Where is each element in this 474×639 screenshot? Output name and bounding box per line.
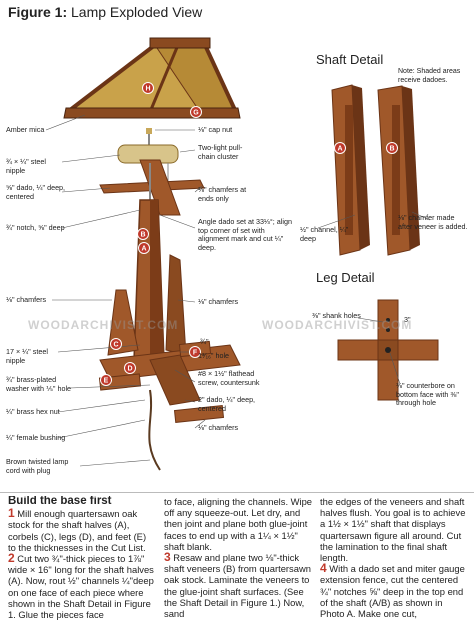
watermark: WOODARCHIVIST.COM [28, 318, 179, 332]
shaft-channel-label: ½" channel, ¼" deep [300, 225, 349, 243]
callout-two-inch-dado: 2" dado, ¼" deep, centered [198, 395, 256, 413]
callout-notch: ¾" notch, ⅝" deep [6, 223, 65, 232]
part-badge [386, 142, 398, 154]
leg-counterbore-label: ⅜" counterbore on bottom face with ⅜" th… [396, 381, 459, 408]
callout-three-quarter: ¾" [200, 337, 209, 346]
section-divider [0, 492, 474, 493]
callout-chamfers-mid: ⅛" chamfers [198, 297, 239, 306]
shaft-chamfer-label: ⅛" chamfer made after veneer is added. [398, 213, 468, 231]
callout-lamp-cord: Brown twisted lamp cord with plug [6, 457, 69, 475]
part-badge [137, 228, 149, 240]
callout-female-bushing: ¼" female bushing [6, 433, 66, 442]
part-badge-letter: C [113, 342, 118, 349]
part-badge-letter: A [141, 246, 146, 253]
part-badge-letter: D [127, 366, 132, 373]
part-badge [138, 242, 150, 254]
callout-pull-chain-cluster: Two-light pull-chain cluster [198, 143, 243, 161]
part-badge [100, 374, 112, 386]
article-step: 1 Mill enough quartersawn oak stock for … [8, 506, 147, 553]
leg-dimension-label: 3" [404, 315, 411, 324]
callout-steel-nipple-short: ¾ × ¼" steel nipple [6, 157, 46, 175]
part-badge-letter: A [337, 146, 342, 153]
article-step: the edges of the veneers and shaft halve… [320, 496, 466, 564]
figure-label: Figure 1: [8, 4, 68, 20]
callout-hole: 1³⁄₁₆" hole [198, 351, 230, 360]
article-heading: Build the base first [8, 496, 112, 507]
part-badge-letter: F [193, 350, 198, 357]
article-column-3: the edges of the veneers and shaft halve… [320, 496, 468, 639]
part-badge-letter: B [140, 232, 145, 239]
callout-hex-nut: ¼" brass hex nut [6, 407, 60, 416]
article-step: 3 Resaw and plane two ⅛"-thick shaft ven… [164, 550, 311, 620]
figure-title: Figure 1: Lamp Exploded View [8, 4, 202, 20]
part-badge [189, 346, 201, 358]
article-column-1: Build the base first 1 Mill enough quart… [8, 496, 156, 639]
exploded-view-illustration [45, 37, 439, 471]
part-badge [142, 82, 154, 94]
part-badge-letter: E [104, 378, 109, 385]
shaft-detail-drawing [317, 84, 431, 256]
part-badge [190, 106, 202, 118]
article-step: to face, aligning the channels. Wipe off… [164, 496, 312, 552]
figure-title-text: Lamp Exploded View [71, 4, 203, 20]
article-text: Build the base first 1 Mill enough quart… [8, 496, 468, 636]
callout-chamfers-left: ⅛" chamfers [6, 295, 47, 304]
part-badge [110, 338, 122, 350]
callout-chamfers-ends: ⅛" chamfers at ends only [198, 185, 247, 203]
callout-cap-nut: ⅛" cap nut [198, 125, 233, 134]
callout-dado: ⅝" dado, ¼" deep, centered [6, 183, 66, 201]
shaft-detail-title: Shaft Detail [316, 52, 384, 67]
shaft-detail-note: Note: Shaded areas receive dadoes. [398, 68, 461, 84]
callout-steel-nipple-long: 17 × ¼" steel nipple [6, 347, 48, 365]
part-badge-letter: G [193, 110, 199, 117]
callout-brass-washer: ¾" brass-plated washer with ⅕" hole [6, 375, 72, 393]
part-badge-letter: H [145, 86, 150, 93]
part-badge-letter: B [389, 146, 394, 153]
article-column-2: to face, aligning the channels. Wipe off… [164, 496, 312, 639]
leg-detail-drawing [337, 299, 439, 401]
article-step: 4 With a dado set and miter gauge extens… [320, 561, 465, 620]
callout-chamfers-bottom: ⅛" chamfers [198, 423, 239, 432]
watermark: WOODARCHIVIST.COM [262, 318, 413, 332]
part-badge [124, 362, 136, 374]
leg-detail-title: Leg Detail [316, 270, 375, 285]
leg-shank-holes-label: ⅜" shank holes [312, 311, 361, 320]
article-step: 2 Cut two ¾"-thick pieces to 1⅞" wide × … [8, 551, 154, 621]
callout-angle-dado: Angle dado set at 33⅓°; align top corner… [198, 217, 292, 252]
callout-flathead-screw: #8 × 1½" flathead screw, countersunk [198, 369, 260, 387]
part-badge [334, 142, 346, 154]
callout-amber-mica: Amber mica [6, 125, 45, 134]
